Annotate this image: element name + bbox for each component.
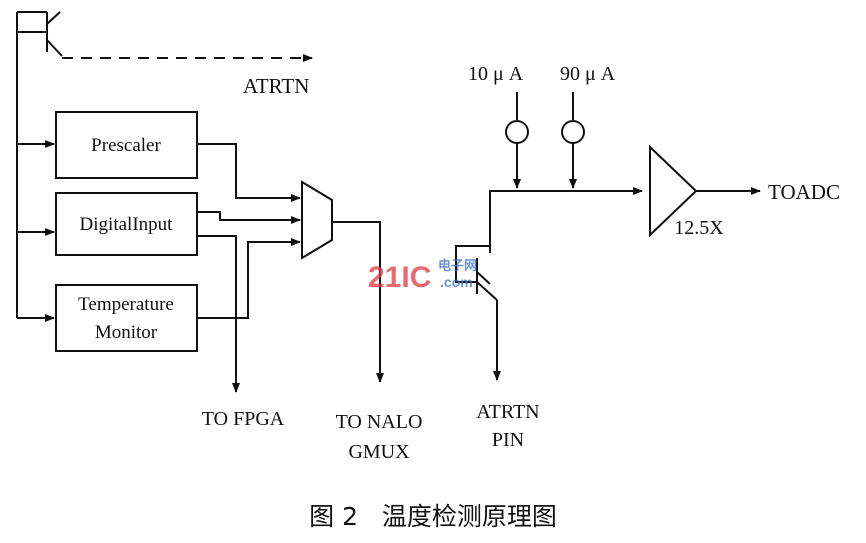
to-nalo-label-2: GMUX (348, 441, 410, 463)
digital-to-mux-1 (197, 211, 301, 224)
temp-to-mux (197, 238, 301, 319)
to-adc-label: TOADC (768, 180, 840, 204)
watermark-logo: 21IC 电子网 .com (368, 258, 477, 294)
prescaler-label: Prescaler (91, 135, 161, 156)
mux-to-nalo (332, 221, 384, 383)
mux-symbol (301, 180, 333, 260)
sense-node-wire (489, 187, 643, 253)
temp-monitor-label-2: Monitor (95, 322, 158, 343)
to-nalo-label-1: TO NALO (336, 411, 423, 433)
digital-input-block (55, 192, 198, 256)
atrtn-pin-label-1: ATRTN (476, 401, 539, 423)
current-90ua-label: 90 μ A (560, 63, 616, 85)
watermark-domain: .com (440, 274, 473, 290)
prescaler-to-mux (197, 143, 301, 202)
pin-transistor (455, 245, 498, 301)
digital-input-label: DigitalInput (80, 214, 174, 235)
temperature-monitor-block (55, 284, 198, 352)
amplifier-triangle (649, 144, 698, 238)
to-fpga-label: TO FPGA (202, 408, 285, 430)
watermark-main: 21IC (368, 261, 431, 294)
current-10ua-label: 10 μ A (468, 63, 524, 85)
figure-caption: 图 2 温度检测原理图 (309, 502, 557, 531)
gain-label: 12.5X (674, 217, 724, 239)
atrtn-pin-label-2: PIN (492, 429, 524, 451)
current-source-90ua (561, 120, 585, 144)
current-source-10ua (505, 120, 529, 144)
watermark-cn: 电子网 (438, 258, 477, 273)
top-transistor (17, 11, 63, 57)
temp-monitor-label-1: Temperature (78, 294, 174, 315)
digital-to-fpga (197, 235, 240, 393)
atrtn-top-label: ATRTN (243, 74, 309, 98)
